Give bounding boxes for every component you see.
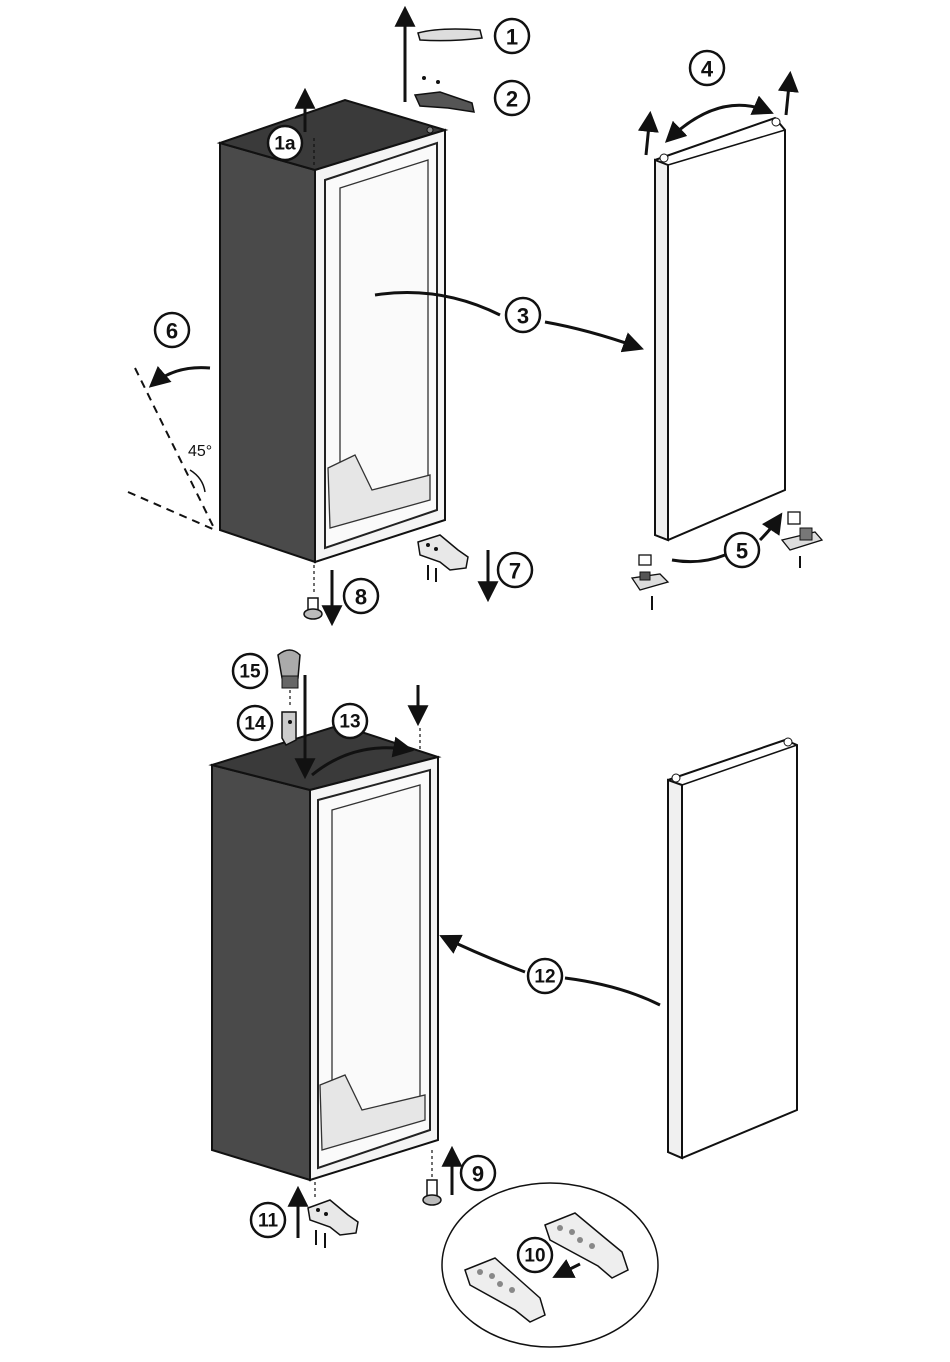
cabinet-side-panel-2 (212, 765, 310, 1180)
step-label-7: 7 (509, 559, 521, 584)
step-badge-11: 11 (251, 1203, 285, 1237)
step-badge-7: 7 (498, 553, 532, 587)
step-label-10: 10 (524, 1246, 545, 1267)
door-pin-arrow-left (646, 115, 650, 155)
cabinet-side-panel (220, 143, 315, 562)
top-hinge-part (415, 76, 474, 112)
step-label-9: 9 (472, 1162, 484, 1187)
bottom-hinge-part-bottom (308, 1182, 358, 1248)
step-badge-13: 13 (333, 704, 367, 738)
step-badge-12: 12 (528, 959, 562, 993)
cabinet-top-figure (220, 100, 445, 562)
step-label-15: 15 (239, 662, 261, 683)
step-label-8: 8 (355, 585, 367, 610)
door-front-face-2 (668, 740, 797, 1158)
step-badge-8: 8 (344, 579, 378, 613)
step-badge-9: 9 (461, 1156, 495, 1190)
step-label-14: 14 (244, 714, 266, 735)
step-label-11: 11 (258, 1211, 279, 1232)
door-bottom-figure (668, 738, 797, 1158)
door-front-face (655, 118, 785, 540)
step-badge-4: 4 (690, 51, 724, 85)
hinge-cover-part (418, 29, 482, 41)
angle-label: 45° (188, 443, 212, 460)
door-side-edge (655, 160, 668, 540)
step-label-5: 5 (736, 539, 748, 564)
step-label-12: 12 (534, 967, 555, 988)
step-badge-2: 2 (495, 81, 529, 115)
cabinet-bottom-figure (212, 725, 438, 1180)
adjustable-foot-top (304, 565, 322, 619)
step-badge-6: 6 (155, 313, 189, 347)
step-badge-10: 10 (518, 1238, 552, 1272)
step-label-3: 3 (517, 304, 529, 329)
top-hinge-screw (427, 127, 433, 133)
step-badge-3: 3 (506, 298, 540, 332)
step-label-2: 2 (506, 87, 518, 112)
step-label-13: 13 (339, 712, 360, 733)
step-badge-1: 1 (495, 19, 529, 53)
door-top-figure (655, 118, 785, 540)
step-badge-15: 15 (233, 654, 267, 688)
hinge-cover-part-2 (278, 650, 300, 708)
hinge-pin-part-2 (282, 712, 296, 745)
tilt-arrow-6 (152, 368, 210, 385)
adjustable-foot-bottom (423, 1150, 441, 1205)
door-pin-arrow-right (786, 75, 790, 115)
tilt-indicator: 45° (128, 368, 215, 530)
step-badge-5: 5 (725, 533, 759, 567)
step-label-4: 4 (701, 57, 714, 82)
door-side-edge-2 (668, 780, 682, 1158)
step-badge-1a: 1a (268, 126, 302, 160)
bottom-hinge-part-top (418, 535, 468, 582)
step-label-6: 6 (166, 319, 178, 344)
step-badge-14: 14 (238, 706, 272, 740)
step-label-1: 1 (506, 25, 518, 50)
step-label-1a: 1a (274, 134, 296, 155)
